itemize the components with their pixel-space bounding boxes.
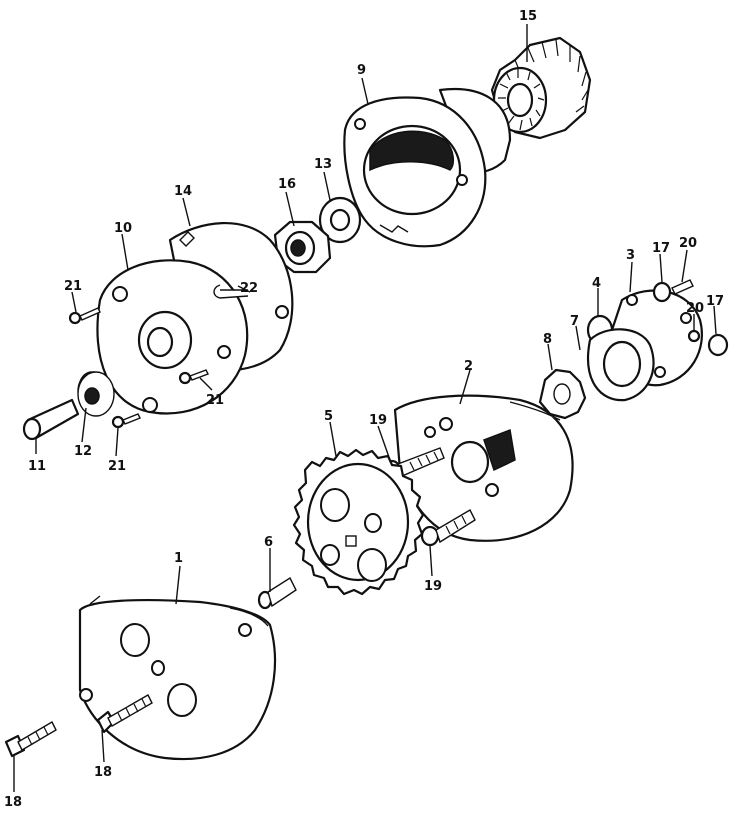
label-part-21-mid: 21 [206, 393, 224, 408]
bolt-part-19-lower [420, 509, 476, 547]
leader-lines [13, 24, 717, 792]
label-part-12: 12 [74, 444, 92, 459]
bolt-part-18-front [96, 694, 153, 734]
label-part-10: 10 [114, 221, 132, 236]
label-part-9: 9 [357, 63, 366, 78]
rotor-housing-part-7 [587, 328, 655, 402]
inner-rotor-part-8 [538, 368, 587, 420]
screw-part-21-mid [178, 369, 209, 385]
spring-part-12 [77, 371, 115, 417]
cotter-pin-part-22 [213, 284, 249, 299]
label-part-17-top: 17 [652, 241, 670, 256]
label-part-19-lower: 19 [424, 579, 442, 594]
label-part-15: 15 [519, 9, 537, 24]
label-part-3: 3 [626, 248, 635, 263]
label-part-21-low: 21 [108, 459, 126, 474]
label-part-21-top: 21 [64, 279, 82, 294]
label-part-17-right: 17 [706, 294, 724, 309]
label-part-18-outer: 18 [4, 795, 22, 810]
label-part-8: 8 [543, 332, 552, 347]
part-labels: 15 9 13 16 14 10 21 22 21 11 12 21 3 17 … [4, 9, 724, 810]
label-part-16: 16 [278, 177, 296, 192]
label-part-19-upper: 19 [369, 413, 387, 428]
screw-part-20-right [687, 329, 701, 343]
label-part-20-right: 20 [686, 301, 704, 316]
washer-part-17-right [707, 333, 729, 357]
label-part-14: 14 [174, 184, 192, 199]
label-part-18-front: 18 [94, 765, 112, 780]
screw-part-21-top [68, 307, 101, 325]
washer-part-13 [318, 196, 362, 244]
plunger-part-11 [22, 398, 80, 441]
gear-part-5 [292, 448, 425, 596]
label-part-1: 1 [174, 551, 183, 566]
spline-gear-part-15 [490, 36, 592, 140]
pump-body-part-2 [393, 394, 574, 542]
dowel-pin-part-6 [257, 576, 297, 610]
label-part-4: 4 [592, 276, 601, 291]
screw-part-20-top [671, 279, 694, 295]
label-part-2: 2 [464, 359, 473, 374]
screw-part-21-low [111, 413, 141, 429]
label-part-5: 5 [324, 409, 333, 424]
label-part-22: 22 [240, 281, 258, 296]
label-part-20-top: 20 [679, 236, 697, 251]
label-part-7: 7 [570, 314, 579, 329]
label-part-13: 13 [314, 157, 332, 172]
cover-part-10 [96, 259, 249, 415]
cover-part-1 [78, 595, 277, 761]
label-part-6: 6 [264, 535, 273, 550]
housing-part-9 [343, 88, 512, 248]
bolt-part-18-outer [4, 721, 57, 758]
label-part-11: 11 [28, 459, 46, 474]
washer-part-17-top [652, 281, 672, 303]
